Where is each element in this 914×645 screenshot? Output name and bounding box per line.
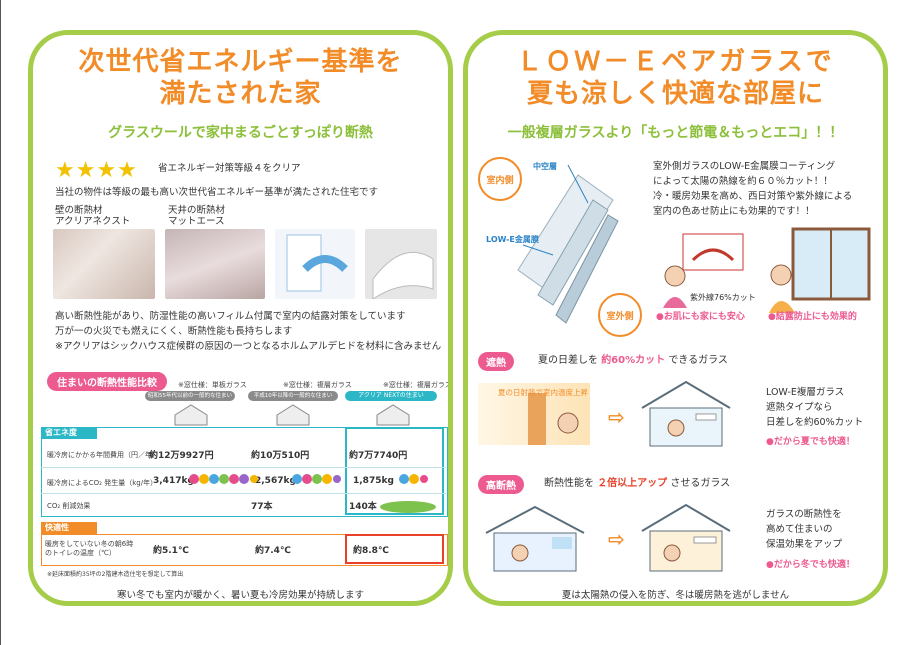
row-label-co2: 暖冷房によるCO₂ 発生量（kg/年） — [47, 479, 158, 487]
highlight-column — [345, 427, 444, 515]
indoor-bubble: 室内側 — [478, 157, 522, 201]
insulation-headline: 断熱性能を ２倍以上アップ させるガラス — [544, 478, 731, 489]
ceiling-label: 天井の断熱材マットエース — [168, 205, 226, 227]
arrow-right-icon: ⇨ — [608, 527, 625, 551]
co2-cell-3: 1,875kg — [353, 476, 394, 486]
header-band-3: アクリア NEXTの住まい — [345, 391, 437, 401]
balloons-icon — [189, 474, 258, 484]
outdoor-bubble: 室外側 — [598, 293, 642, 337]
co2-cell-2: 2,567kg — [255, 476, 296, 486]
header-window-2: ※窓仕様：複層ガラス — [283, 381, 352, 389]
right-panel: ＬＯＷ－Ｅペアガラスで 夏も涼しく快適な部屋に 一般複層ガラスより「もっと節電＆… — [463, 30, 888, 606]
heat-desc-1: LOW-E複層ガラス — [766, 387, 845, 398]
energy-tag: 省エネ度 — [41, 427, 97, 439]
comfort-tag: 快適性 — [41, 522, 97, 534]
ceiling-insulation-photo — [165, 229, 265, 299]
glass-desc-4: 室内の色あせ防止にも効果的です！！ — [653, 206, 815, 217]
header-band-1: 昭和55年代以前の一般的な住まい — [145, 391, 235, 401]
glass-desc-2: によって太陽の熱線を約６０％カット！！ — [653, 176, 833, 187]
desc-line2: 万が一の火災でも燃えにくく、断熱性能も長持ちします — [55, 326, 293, 337]
house-new-icon — [376, 404, 410, 426]
header-band-2: 平成10年以降の一般的な住まい — [248, 391, 338, 401]
intro-text: 当社の物件は等級の最も高い次世代省エネルギー基準が満たされた住宅です — [55, 187, 379, 198]
cool-house-illustration — [641, 380, 731, 447]
heat-shield-tag: 遮熱 — [478, 352, 514, 371]
temp-cell-2: 約7.4℃ — [255, 546, 291, 556]
left-subtitle: グラスウールで家中まるごとすっぽり断熱 — [108, 125, 373, 141]
arrow-right-icon: ⇨ — [608, 405, 625, 429]
divider — [41, 467, 446, 468]
warm-house-illustration — [641, 503, 731, 572]
temp-cell-3: 約8.8℃ — [353, 546, 389, 556]
uv-cut-label: 紫外線76%カット — [690, 293, 756, 302]
lowe-metal-label: LOW-E金属膜 — [486, 235, 539, 244]
desc-line3: ※アクリアはシックハウス症候群の原因の一つとなるホルムアルデヒドを材料に含みませ… — [55, 341, 442, 352]
header-window-3: ※窓仕様：複層ガラス — [383, 381, 452, 389]
glass-desc-3: 冷・暖房効果を高め、西日対策や紫外線による — [653, 191, 853, 202]
right-title-line1: ＬＯＷ－Ｅペアガラスで — [516, 47, 835, 77]
compare-tag: 住まいの断熱性能比較 — [47, 372, 167, 391]
page-edge-line — [0, 0, 1, 645]
header-window-1: ※窓仕様：単板ガラス — [178, 381, 247, 389]
sun-heat-label: 夏の日射熱で室内温度上昇 — [498, 388, 588, 397]
right-bottom-text: 夏は太陽熱の侵入を防ぎ、冬は暖房熱を逃がしません — [561, 590, 790, 601]
comfort-label: 暖房をしていない冬の朝6時のトイレの温度（℃） — [45, 540, 134, 557]
cost-cell-1: 約12万9927円 — [149, 451, 214, 461]
footnote: ※延床面積約35坪の2階建木造住宅を想定して算出 — [47, 571, 184, 578]
trees-icon — [380, 501, 436, 513]
wall-insulation-photo — [53, 229, 155, 299]
comfort-table — [41, 534, 448, 566]
girl-mirror-illustration — [663, 233, 744, 308]
glass-desc-1: 室外側ガラスのLOW-E金属膜コーティング — [653, 161, 836, 172]
sun-heat-illustration — [478, 383, 590, 445]
benefit-condensation: ●結露防止にも効果的 — [768, 312, 857, 322]
star-text: 省エネルギー対策等級４をクリア — [158, 163, 301, 174]
heat-headline: 夏の日差しを 約60%カット できるガラス — [538, 355, 728, 366]
pair-glass-diagram — [517, 164, 619, 324]
co2-cell-1: 3,417kg — [153, 476, 194, 486]
window-condensation-illustration — [769, 227, 871, 313]
heat-desc-2: 遮熱タイプなら — [766, 402, 833, 413]
left-panel: 次世代省エネルギー基準を 満たされた家 グラスウールで家中まるごとすっぽり断熱 … — [28, 30, 453, 606]
divider — [41, 493, 446, 494]
row-label-cost: 暖冷房にかかる年間費用（円／年） — [47, 451, 159, 459]
cold-house-illustration — [485, 505, 585, 572]
rating-stars-icon: ★★★★ — [55, 158, 138, 183]
product-package-photo — [275, 229, 355, 299]
comfort-highlight — [345, 534, 444, 564]
insulation-desc-3: 保温効果をアップ — [766, 539, 843, 550]
balloons-icon — [399, 474, 428, 484]
insulation-desc-1: ガラスの断熱性を — [766, 509, 842, 520]
right-title-line2: 夏も涼しく快適な部屋に — [526, 79, 824, 109]
cost-cell-2: 約10万510円 — [251, 451, 310, 461]
insulation-tag: 高断熱 — [478, 475, 524, 494]
cost-cell-3: 約7万7740円 — [349, 451, 408, 461]
left-bottom-text: 寒い冬でも室内が暖かく、暑い夏も冷房効果が持続します — [116, 590, 364, 601]
desc-line1: 高い断熱性能があり、防湿性能の高いフィルム付属で室内の結露対策をしています — [55, 311, 406, 322]
reduce-cell-2: 77本 — [251, 502, 273, 512]
left-title-line1: 次世代省エネルギー基準を — [78, 47, 403, 77]
benefit-skin: ●お肌にも家にも安心 — [656, 312, 745, 322]
heat-desc-3: 日差しを約60%カット — [766, 417, 864, 428]
heat-note: ●だから夏でも快適！ — [766, 437, 855, 447]
wall-label: 壁の断熱材アクリアネクスト — [55, 205, 131, 227]
house-mid-icon — [276, 404, 310, 426]
air-layer-label: 中空層 — [533, 162, 557, 171]
house-old-icon — [174, 404, 208, 426]
energy-table — [41, 427, 448, 517]
film-hand-photo — [365, 229, 437, 299]
right-subtitle: 一般複層ガラスより「もっと節電＆もっとエコ」！！ — [507, 125, 844, 141]
row-label-reduce: CO₂ 削減効果 — [47, 502, 91, 510]
insulation-desc-2: 高めて住まいの — [766, 524, 833, 535]
reduce-cell-3: 140本 — [349, 502, 377, 512]
left-title-line2: 満たされた家 — [159, 79, 322, 109]
temp-cell-1: 約5.1℃ — [153, 546, 189, 556]
insulation-note: ●だから冬でも快適！ — [766, 560, 855, 570]
balloons-icon — [292, 474, 341, 484]
